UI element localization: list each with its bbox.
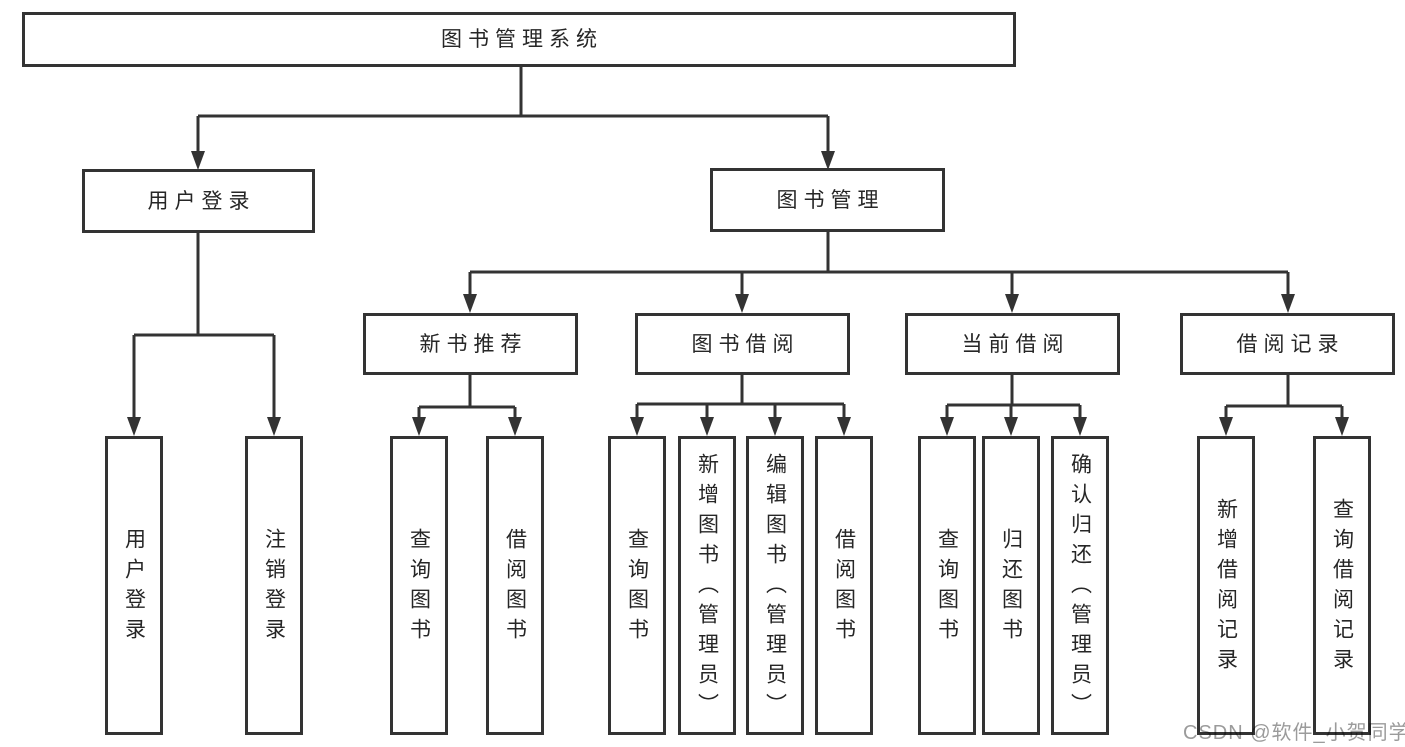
leaf-records-query-borrow-record: 查询借阅记录 [1313, 436, 1371, 735]
leaf-borrowing-borrow-books: 借阅图书 [815, 436, 873, 735]
csdn-watermark: CSDN @软件_小贺同学 [1183, 722, 1405, 744]
leaf-borrowing-add-books-admin: 新增图书（管理员） [678, 436, 736, 735]
leaf-current-query-books: 查询图书 [918, 436, 976, 735]
node-book-borrowing: 图书借阅 [635, 313, 850, 375]
leaf-logout: 注销登录 [245, 436, 303, 735]
leaf-recommend-borrow-books: 借阅图书 [486, 436, 544, 735]
node-book-management: 图书管理 [710, 168, 945, 232]
leaf-user-login: 用户登录 [105, 436, 163, 735]
node-user-login: 用户登录 [82, 169, 315, 233]
node-borrowing-records: 借阅记录 [1180, 313, 1395, 375]
node-library-management-system: 图书管理系统 [22, 12, 1016, 67]
leaf-recommend-query-books: 查询图书 [390, 436, 448, 735]
leaf-borrowing-query-books: 查询图书 [608, 436, 666, 735]
node-new-book-recommendation: 新书推荐 [363, 313, 578, 375]
node-current-borrowing: 当前借阅 [905, 313, 1120, 375]
leaf-records-add-borrow-record: 新增借阅记录 [1197, 436, 1255, 735]
leaf-borrowing-edit-books-admin: 编辑图书（管理员） [746, 436, 804, 735]
leaf-current-return-books: 归还图书 [982, 436, 1040, 735]
leaf-current-confirm-return-admin: 确认归还（管理员） [1051, 436, 1109, 735]
